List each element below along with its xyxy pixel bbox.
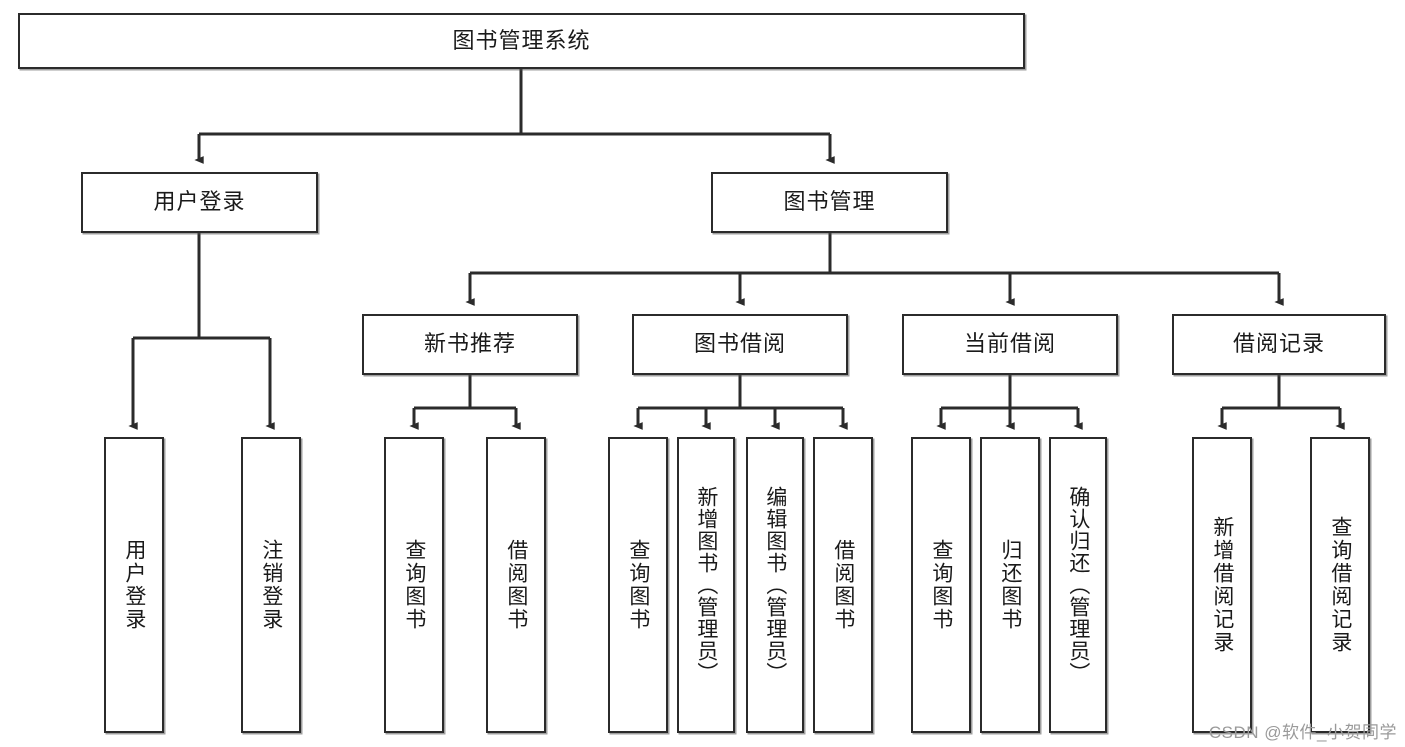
node-label: 借阅图书 <box>504 539 528 631</box>
leaf-query-book-current[interactable]: 查询图书 <box>911 437 971 733</box>
node-label: 用户登录 <box>153 189 246 215</box>
node-label: 编辑图书（管理员） <box>763 486 787 684</box>
leaf-borrow-book-new[interactable]: 借阅图书 <box>486 437 546 733</box>
node-label: 借阅图书 <box>831 539 855 631</box>
node-label: 图书借阅 <box>693 331 786 357</box>
node-book-borrowing[interactable]: 图书借阅 <box>632 314 848 375</box>
leaf-query-book-new[interactable]: 查询图书 <box>384 437 444 733</box>
node-label: 新增图书（管理员） <box>694 486 718 684</box>
leaf-return-book[interactable]: 归还图书 <box>980 437 1040 733</box>
node-label: 确认归还（管理员） <box>1066 486 1090 684</box>
node-new-book-recommendation[interactable]: 新书推荐 <box>362 314 578 375</box>
node-label: 查询图书 <box>626 539 650 631</box>
leaf-confirm-return-admin[interactable]: 确认归还（管理员） <box>1049 437 1107 733</box>
leaf-add-borrow-record[interactable]: 新增借阅记录 <box>1192 437 1252 733</box>
leaf-edit-book-admin[interactable]: 编辑图书（管理员） <box>746 437 804 733</box>
node-label: 新书推荐 <box>423 331 516 357</box>
node-root-book-management-system[interactable]: 图书管理系统 <box>18 13 1025 69</box>
node-user-login[interactable]: 用户登录 <box>81 172 318 233</box>
node-label: 查询图书 <box>929 539 953 631</box>
node-label: 归还图书 <box>998 539 1022 631</box>
node-label: 图书管理系统 <box>452 27 591 53</box>
leaf-query-book-borrow[interactable]: 查询图书 <box>608 437 668 733</box>
node-label: 图书管理 <box>783 189 876 215</box>
node-label: 新增借阅记录 <box>1210 516 1234 654</box>
node-label: 用户登录 <box>122 539 146 631</box>
node-label: 当前借阅 <box>963 331 1056 357</box>
leaf-user-login[interactable]: 用户登录 <box>104 437 164 733</box>
leaf-query-borrow-record[interactable]: 查询借阅记录 <box>1310 437 1370 733</box>
leaf-logout[interactable]: 注销登录 <box>241 437 301 733</box>
node-label: 借阅记录 <box>1232 331 1325 357</box>
node-label: 注销登录 <box>259 539 283 631</box>
node-borrowing-records[interactable]: 借阅记录 <box>1172 314 1386 375</box>
leaf-borrow-book[interactable]: 借阅图书 <box>813 437 873 733</box>
node-label: 查询图书 <box>402 539 426 631</box>
node-book-management[interactable]: 图书管理 <box>711 172 948 233</box>
node-label: 查询借阅记录 <box>1328 516 1352 654</box>
leaf-add-book-admin[interactable]: 新增图书（管理员） <box>677 437 735 733</box>
node-current-borrowing[interactable]: 当前借阅 <box>902 314 1118 375</box>
